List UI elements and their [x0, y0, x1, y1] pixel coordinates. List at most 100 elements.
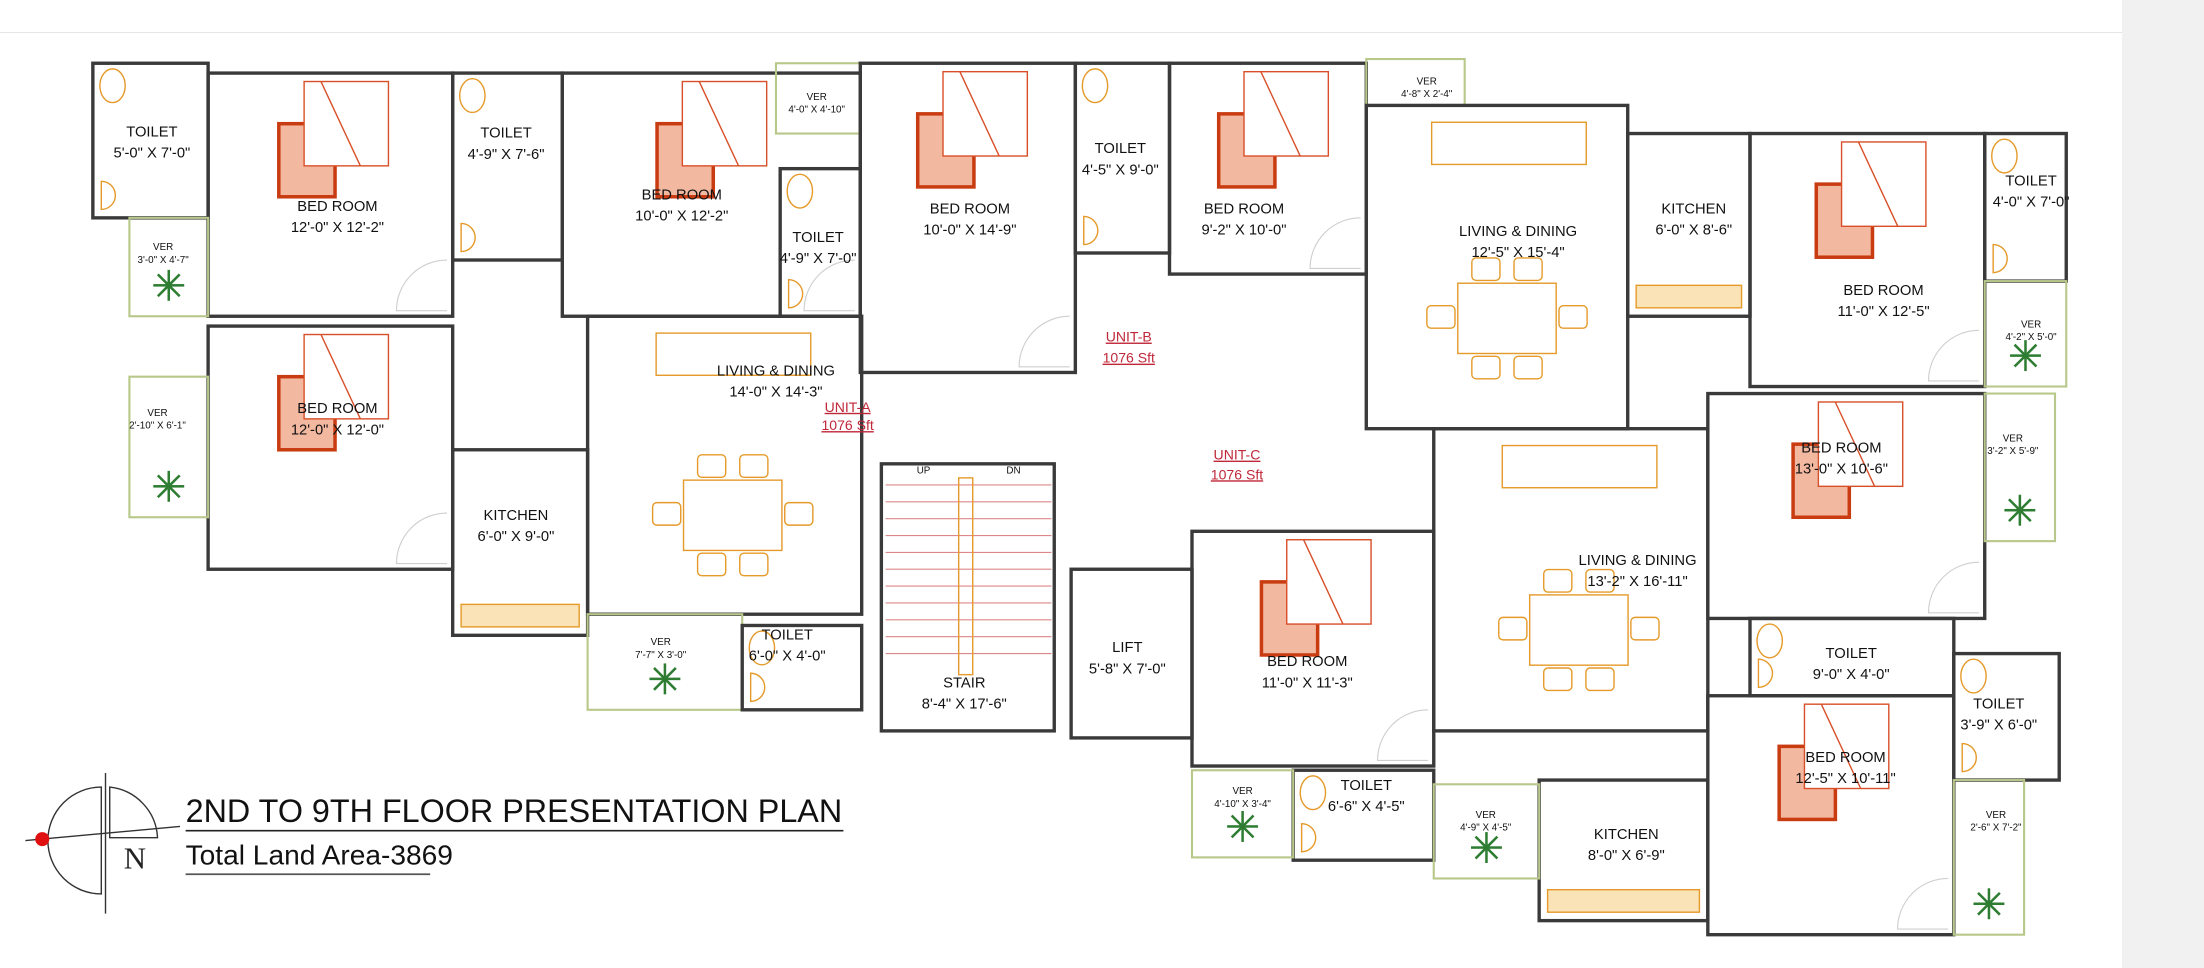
- door-swing-icon: [395, 259, 448, 312]
- bed-icon: [942, 70, 1029, 157]
- room-name-ver: VER: [153, 242, 173, 253]
- room-size: 6'-6" X 4'-5": [1328, 799, 1405, 815]
- sofa-icon: [1430, 121, 1587, 166]
- chair-icon: [1471, 355, 1501, 380]
- room-name-bed-room: BED ROOM: [930, 202, 1010, 218]
- room-outline-living-dining: [585, 314, 864, 616]
- compass-letter: N: [124, 841, 146, 876]
- room-name-living-dining: LIVING & DINING: [1579, 553, 1697, 569]
- room-size: 12'-0" X 12'-0": [291, 422, 384, 438]
- basin-icon: [1300, 822, 1317, 853]
- room-name-living-dining: LIVING & DINING: [717, 363, 835, 379]
- chair-icon: [1498, 616, 1528, 641]
- chair-icon: [1630, 616, 1660, 641]
- chair-icon: [1543, 568, 1573, 593]
- room-name-living-dining: LIVING & DINING: [1459, 224, 1577, 240]
- bed-icon: [1243, 70, 1330, 157]
- room-name-bed-room: BED ROOM: [1805, 750, 1885, 766]
- counter-stove-icon: [1546, 889, 1701, 913]
- room-name-ver: VER: [651, 637, 671, 648]
- plant-icon: [1988, 902, 2001, 916]
- room-size: 4'-8" X 2'-4": [1401, 89, 1453, 100]
- stair-treads: [885, 477, 1052, 676]
- door-swing-icon: [1309, 217, 1361, 270]
- chair-icon: [651, 501, 682, 526]
- room-size: 9'-0" X 4'-0": [1813, 667, 1890, 683]
- room-size: 4'-5" X 9'-0": [1082, 162, 1159, 178]
- room-size: 12'-5" X 10'-11": [1795, 771, 1895, 787]
- room-name-ver: VER: [2021, 319, 2041, 330]
- bed-icon: [1817, 401, 1904, 488]
- room-name-bed-room: BED ROOM: [297, 199, 377, 215]
- room-name-ver: VER: [807, 92, 827, 103]
- stair-up-mark: UP: [917, 466, 931, 477]
- plant-icon: [2008, 498, 2021, 512]
- room-size: 6'-0" X 9'-0": [478, 529, 555, 545]
- plant-icon: [2013, 343, 2027, 357]
- room-name-kitchen: KITCHEN: [1661, 202, 1726, 218]
- room-size: 3'-2" X 5'-9": [1987, 446, 2039, 457]
- room-size: 8'-0" X 6'-9": [1588, 848, 1665, 864]
- plant-icon: [2013, 354, 2027, 368]
- room-outline-bed-room: [1190, 529, 1436, 768]
- rooms-layer: [91, 57, 2068, 937]
- plant-icon: [664, 667, 677, 680]
- room-size: 4'-10" X 3'-4": [1214, 799, 1271, 810]
- room-size: 4'-0" X 7'-0": [1993, 195, 2070, 211]
- plant-icon: [1988, 891, 2001, 905]
- basin-icon: [1961, 742, 1977, 773]
- unit-label-b: UNIT-B 1076 Sft: [1103, 329, 1155, 366]
- wc-icon: [459, 78, 486, 114]
- plant-icon: [1485, 835, 1499, 849]
- door-swing-icon: [1376, 709, 1429, 761]
- land-area: Total Land Area-3869: [186, 839, 453, 870]
- room-outline-ver: [128, 216, 210, 318]
- door-swing-icon: [1018, 315, 1070, 368]
- room-outline-toilet: [1073, 61, 1172, 255]
- plant-icon: [653, 677, 666, 691]
- room-name-toilet: TOILET: [2005, 174, 2056, 190]
- unit-label-a: UNIT-A 1076 Sft: [821, 399, 873, 433]
- plant-icon: [1977, 902, 1990, 916]
- room-size: 2'-6" X 7'-2": [1970, 823, 2022, 834]
- chair-icon: [784, 501, 814, 526]
- svg-text:UNIT-C: UNIT-C: [1214, 447, 1261, 463]
- room-size: 4'-9" X 4'-5": [1460, 823, 1512, 834]
- room-size: 4'-2" X 5'-0": [2006, 332, 2058, 343]
- dining-table-icon: [682, 479, 783, 552]
- chair-icon: [1426, 305, 1456, 329]
- basin-icon: [1992, 243, 2008, 274]
- room-outline-ver: [1952, 779, 2026, 936]
- sofa-icon: [1501, 444, 1658, 489]
- chair-icon: [1585, 667, 1615, 692]
- plant-icon: [2024, 343, 2038, 357]
- room-name-toilet: TOILET: [1826, 646, 1877, 662]
- sofa-icon: [655, 332, 812, 376]
- room-size: 6'-0" X 8'-6": [1655, 223, 1732, 239]
- room-name-ver: VER: [1986, 810, 2006, 821]
- room-name-kitchen: KITCHEN: [1594, 827, 1659, 843]
- room-size: 13'-2" X 16'-11": [1587, 574, 1687, 590]
- plant-icon: [1241, 814, 1255, 828]
- room-size: 2'-10" X 6'-1": [129, 421, 186, 432]
- room-name-ver: VER: [1232, 786, 1252, 797]
- room-name-bed-room: BED ROOM: [642, 188, 722, 204]
- wc-icon: [1081, 68, 1109, 104]
- plant-icon: [156, 485, 170, 499]
- plant-icon: [1474, 846, 1488, 860]
- plant-icon: [156, 273, 170, 287]
- room-name-ver: VER: [2003, 433, 2023, 444]
- counter-stove-icon: [460, 603, 580, 628]
- room-size: 4'-9" X 7'-0": [780, 251, 857, 267]
- room-name-toilet: TOILET: [1973, 696, 2024, 712]
- room-name-ver: VER: [1476, 810, 1496, 821]
- room-name-lift: LIFT: [1112, 640, 1142, 656]
- room-name-toilet: TOILET: [762, 628, 813, 644]
- dining-table-icon: [1457, 282, 1557, 355]
- room-name-kitchen: KITCHEN: [484, 508, 549, 524]
- plant-icon: [2018, 498, 2032, 512]
- north-compass-icon: N: [25, 773, 181, 914]
- room-size: 14'-0" X 14'-3": [729, 384, 822, 400]
- chair-icon: [1558, 305, 1588, 329]
- room-size: 8'-4" X 17'-6": [922, 696, 1007, 712]
